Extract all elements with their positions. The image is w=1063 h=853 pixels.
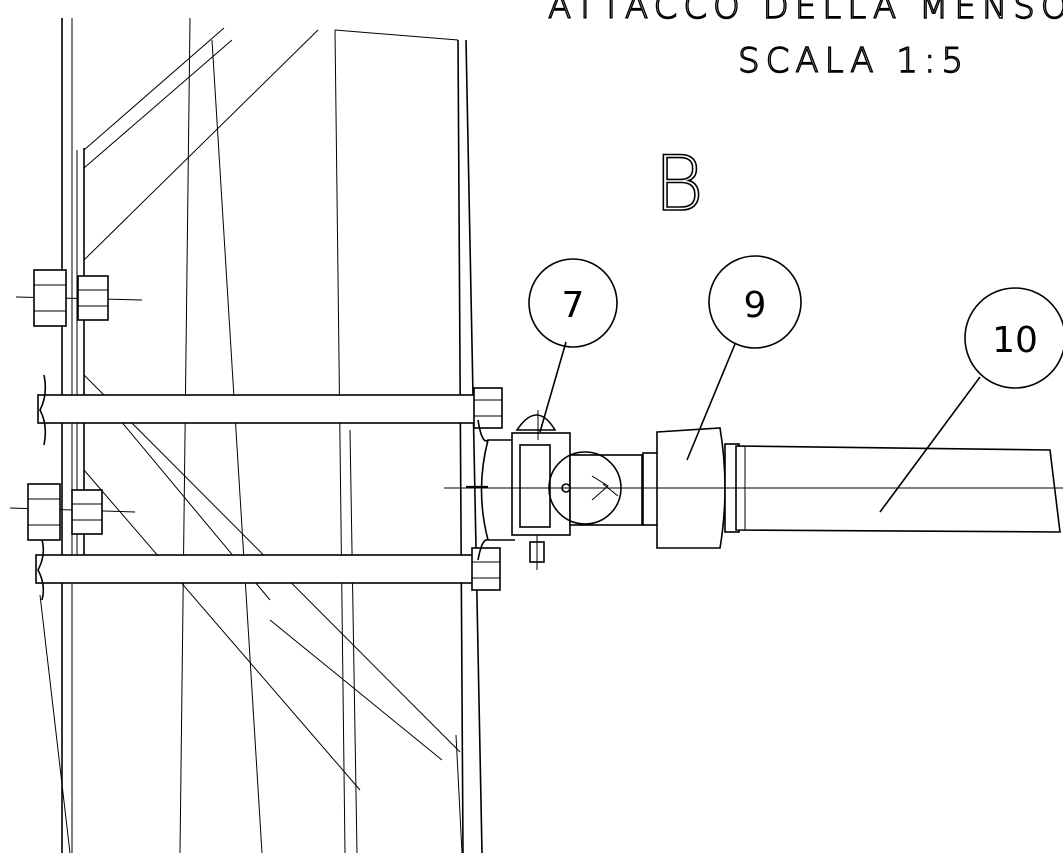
bracket-assembly (477, 410, 643, 570)
upper-bolt (33, 269, 109, 327)
balloon-9: 9 (686, 255, 802, 461)
balloon-9-number: 9 (744, 285, 767, 326)
lower-clamp-bar (35, 539, 501, 601)
balloon-7: 7 (528, 258, 618, 433)
balloon-7-number: 7 (562, 285, 585, 326)
lower-bolt (27, 483, 103, 541)
balloon-10: 10 (879, 287, 1063, 513)
balloon-10-number: 10 (992, 320, 1038, 361)
drawing-scale: SCALA 1:5 (738, 41, 969, 81)
pole-structure (9, 17, 483, 853)
drawing-title: ATTACCO DELLA MENSOLA A (548, 0, 1063, 27)
upper-clamp-bar (37, 374, 503, 446)
view-label: B (654, 139, 704, 228)
